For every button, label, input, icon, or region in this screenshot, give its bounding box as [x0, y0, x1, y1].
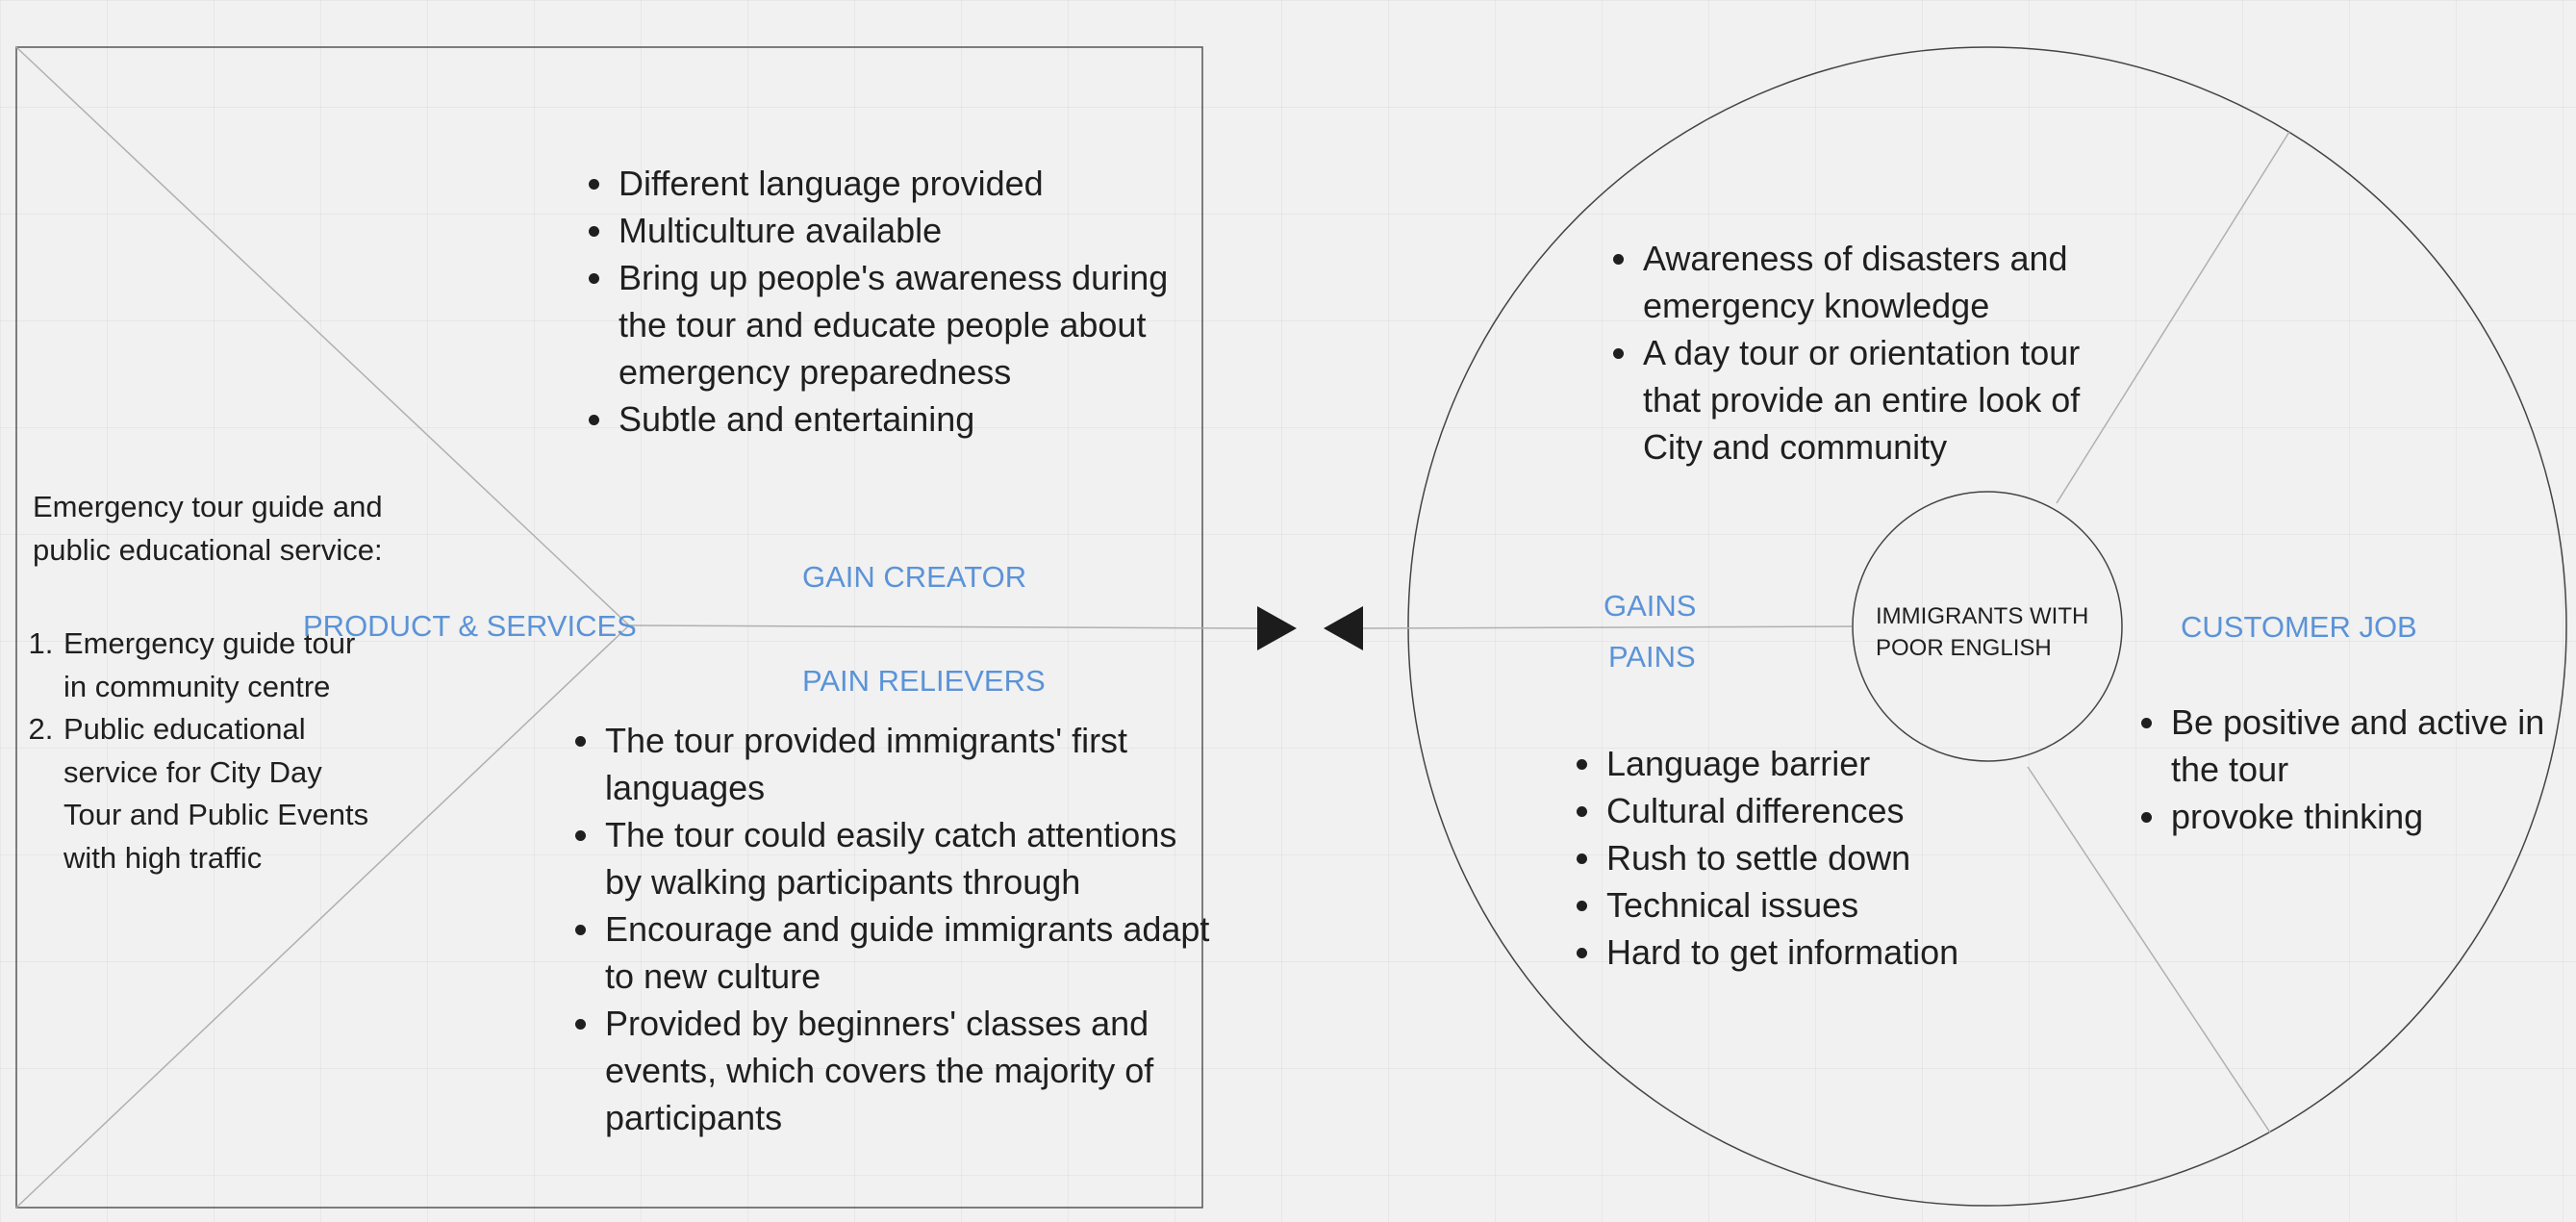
list-item: Cultural differences: [1604, 787, 1989, 834]
list-item: Language barrier: [1604, 740, 1989, 787]
list-item: Emergency guide tour in community centre: [62, 623, 369, 708]
square-midline: [628, 624, 1259, 629]
circle-divider-bottom: [2027, 766, 2271, 1133]
customer-job-label: CUSTOMER JOB: [2181, 610, 2417, 644]
square-diagonal-top: [15, 46, 630, 626]
list-item: Bring up people's awareness during the t…: [617, 254, 1213, 395]
list-item: Encourage and guide immigrants adapt to …: [603, 905, 1211, 1000]
services-list: Emergency guide tour in community centre…: [31, 623, 369, 879]
customer-center-circle: [1852, 491, 2123, 762]
customer-segment-text: IMMIGRANTS WITH POOR ENGLISH: [1876, 603, 2089, 661]
gain-creator-label: GAIN CREATOR: [802, 560, 1027, 594]
product-services-label: PRODUCT & SERVICES: [303, 609, 637, 643]
list-item: A day tour or orientation tour that prov…: [1641, 329, 2103, 471]
customer-segment-label: IMMIGRANTS WITH POOR ENGLISH: [1876, 600, 2107, 664]
gains-list: Awareness of disasters and emergency kno…: [1608, 235, 2103, 471]
list-item: Different language provided: [617, 160, 1213, 207]
list-item: Public educational service for City Day …: [62, 708, 369, 879]
customer-jobs-list: Be positive and active in the tour provo…: [2136, 699, 2576, 840]
pain-relievers-label: PAIN RELIEVERS: [802, 664, 1046, 698]
list-item: Technical issues: [1604, 881, 1989, 929]
list-item: Be positive and active in the tour: [2169, 699, 2576, 793]
list-item: Awareness of disasters and emergency kno…: [1641, 235, 2103, 329]
list-item: The tour could easily catch attentions b…: [603, 811, 1211, 905]
customer-profile-circle: [1407, 46, 2567, 1207]
list-item: Hard to get information: [1604, 929, 1989, 976]
list-item: Rush to settle down: [1604, 834, 1989, 881]
service-intro-text: Emergency tour guide and public educatio…: [33, 490, 383, 567]
pains-label: PAINS: [1608, 640, 1696, 674]
circle-divider-top: [2056, 131, 2290, 504]
square-diagonal-bottom: [15, 624, 630, 1209]
list-item: Provided by beginners' classes and event…: [603, 1000, 1211, 1141]
list-item: The tour provided immigrants' first lang…: [603, 717, 1211, 811]
circle-midline: [1362, 625, 1853, 629]
list-item: provoke thinking: [2169, 793, 2576, 840]
pains-list: Language barrier Cultural differences Ru…: [1572, 740, 1989, 976]
list-item: Multiculture available: [617, 207, 1213, 254]
fit-arrow-left: [1324, 606, 1363, 650]
list-item: Subtle and entertaining: [617, 395, 1213, 443]
pain-relievers-list: The tour provided immigrants' first lang…: [570, 717, 1211, 1141]
fit-arrow-right: [1257, 606, 1297, 650]
gain-creators-list: Different language provided Multiculture…: [584, 160, 1213, 443]
gains-label: GAINS: [1604, 589, 1697, 623]
